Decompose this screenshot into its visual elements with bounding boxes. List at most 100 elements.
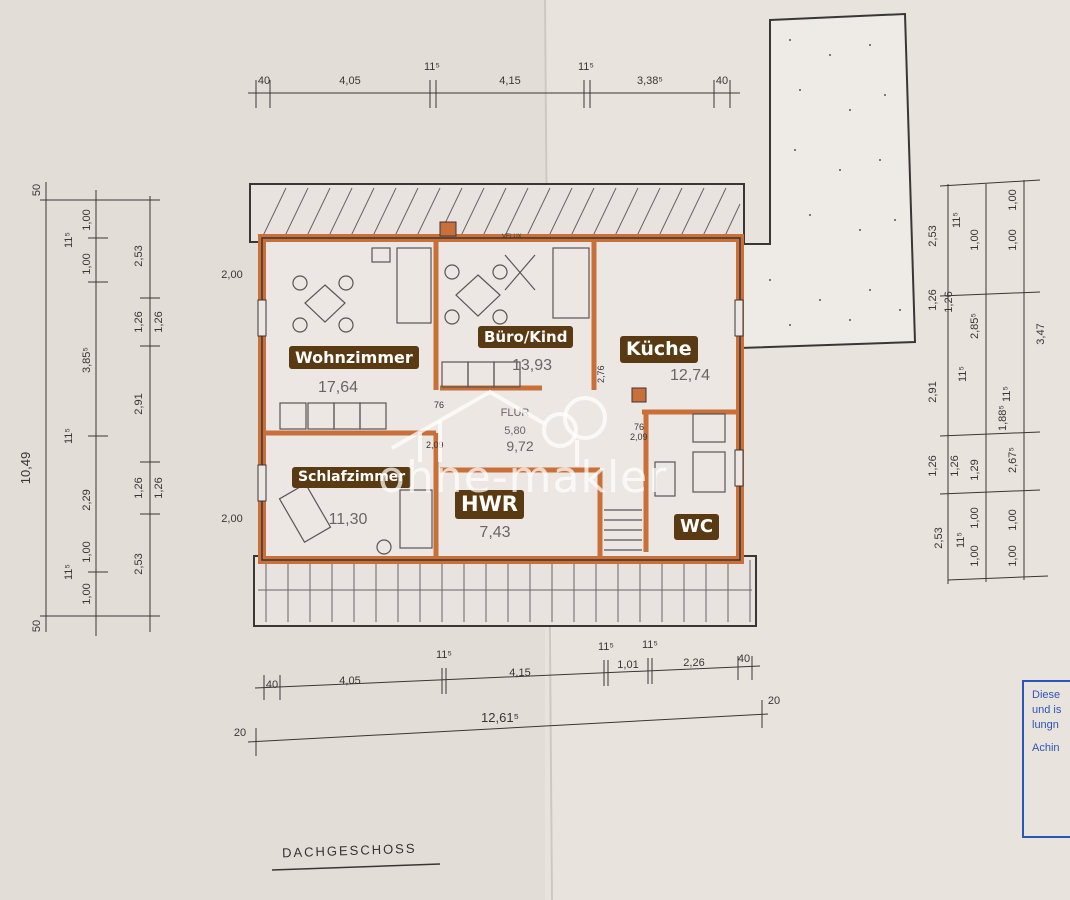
svg-text:1,00: 1,00	[1007, 229, 1019, 250]
svg-text:11⁵: 11⁵	[955, 532, 967, 548]
schlafzimmer-area: 11,30	[329, 511, 368, 528]
svg-text:11⁵: 11⁵	[63, 232, 75, 248]
svg-text:2,00: 2,00	[221, 513, 242, 525]
velux-label: VELUX	[502, 234, 522, 240]
svg-text:1,26: 1,26	[153, 477, 165, 498]
door-276: 2,76	[596, 365, 606, 383]
interior-walls	[266, 242, 736, 556]
svg-text:11⁵: 11⁵	[1001, 386, 1013, 402]
svg-text:1,00: 1,00	[969, 229, 981, 250]
buero-area: 13,93	[512, 357, 552, 374]
svg-text:1,01: 1,01	[617, 659, 638, 671]
svg-text:1,88⁵: 1,88⁵	[997, 405, 1009, 431]
svg-text:1,26: 1,26	[927, 289, 939, 310]
windows	[257, 299, 744, 502]
terrace-stipple	[769, 39, 901, 326]
svg-text:20: 20	[234, 727, 246, 739]
room-label-kueche: Küche	[620, 336, 698, 363]
svg-text:1,29: 1,29	[969, 459, 981, 480]
room-label-wohnzimmer: Wohnzimmer	[289, 346, 419, 370]
svg-text:4,05: 4,05	[339, 675, 360, 687]
room-label-hwr: HWR	[455, 490, 524, 520]
svg-text:4,15: 4,15	[509, 667, 530, 679]
bottom-dimension-line	[247, 656, 769, 756]
svg-text:11⁵: 11⁵	[424, 61, 440, 73]
svg-text:11⁵: 11⁵	[436, 649, 452, 661]
svg-text:1,00: 1,00	[969, 507, 981, 528]
left-dimensions: 10,49 50 1,00 11⁵ 1,00 3,85⁵ 11⁵ 2,29 1,…	[18, 184, 243, 632]
svg-text:40: 40	[258, 75, 270, 87]
svg-text:11⁵: 11⁵	[598, 641, 614, 653]
svg-text:11⁵: 11⁵	[642, 639, 658, 651]
flur-area-a: 5,80	[504, 425, 525, 437]
hwr-area: 7,43	[479, 524, 510, 541]
svg-text:1,00: 1,00	[969, 545, 981, 566]
stamp-line-2: und is	[1032, 704, 1062, 716]
watermark-logo	[391, 389, 607, 466]
left-dimension-lines	[40, 182, 160, 636]
svg-text:2,53: 2,53	[133, 245, 145, 266]
svg-text:3,47: 3,47	[1035, 323, 1047, 344]
chimney-mid	[631, 387, 647, 403]
roof-edge-bottom	[253, 555, 757, 627]
svg-text:2,85⁵: 2,85⁵	[969, 313, 981, 339]
svg-text:20: 20	[768, 695, 780, 707]
door-209-b: 2,09	[630, 432, 648, 442]
door-annotations: 76 2,09 76 2,09 2,76	[426, 365, 648, 450]
svg-text:2,00: 2,00	[221, 269, 242, 281]
bottom-dimensions: 40 4,05 11⁵ 4,15 11⁵ 1,01 11⁵ 2,26 40 12…	[234, 639, 780, 739]
room-label-wc: WC	[674, 514, 720, 540]
svg-text:2,91: 2,91	[927, 381, 939, 402]
svg-text:1,00: 1,00	[81, 583, 93, 604]
svg-text:1,00: 1,00	[1007, 545, 1019, 566]
svg-text:1,00: 1,00	[81, 253, 93, 274]
left-total: 10,49	[18, 452, 33, 485]
svg-text:40: 40	[716, 75, 728, 87]
svg-text:4,15: 4,15	[499, 75, 520, 87]
wohnzimmer-area: 17,64	[318, 379, 358, 396]
outer-walls-outline	[261, 237, 741, 561]
svg-text:1,00: 1,00	[81, 209, 93, 230]
svg-text:2,53: 2,53	[933, 527, 945, 548]
svg-text:2,53: 2,53	[927, 225, 939, 246]
door-76-a: 76	[434, 400, 444, 410]
svg-text:40: 40	[738, 653, 750, 665]
flur-area-b: 9,72	[506, 438, 533, 454]
svg-text:50: 50	[31, 620, 43, 632]
stamp-line-4: Achin	[1032, 742, 1060, 754]
title-underline	[271, 863, 441, 871]
door-76-b: 76	[634, 422, 644, 432]
svg-text:2,26: 2,26	[683, 657, 704, 669]
svg-text:2,29: 2,29	[81, 489, 93, 510]
watermark-text: ohne-makler	[378, 452, 668, 503]
svg-text:1,26: 1,26	[949, 455, 961, 476]
kueche-area: 12,74	[670, 367, 710, 384]
svg-text:1,26: 1,26	[153, 311, 165, 332]
furniture	[278, 247, 726, 555]
svg-text:1,26: 1,26	[943, 291, 955, 312]
door-209-a: 2,09	[426, 440, 444, 450]
chimney-top	[439, 221, 457, 237]
right-dimension-lines	[939, 179, 1049, 584]
bottom-total: 12,61⁵	[481, 710, 519, 725]
svg-text:11⁵: 11⁵	[63, 564, 75, 580]
svg-text:1,26: 1,26	[133, 311, 145, 332]
svg-text:3,38⁵: 3,38⁵	[637, 75, 663, 87]
svg-text:11⁵: 11⁵	[578, 61, 594, 73]
svg-text:11⁵: 11⁵	[63, 428, 75, 444]
approval-stamp: Diese und is lungn Achin	[1022, 680, 1070, 838]
svg-text:11⁵: 11⁵	[957, 366, 969, 382]
room-label-schlafzimmer: Schlafzimmer	[292, 467, 412, 488]
svg-text:1,26: 1,26	[927, 455, 939, 476]
svg-text:11⁵: 11⁵	[951, 212, 963, 228]
svg-text:3,85⁵: 3,85⁵	[81, 347, 93, 373]
room-label-buero: Büro/Kind	[478, 326, 574, 348]
svg-text:50: 50	[31, 184, 43, 196]
top-dimensions: 40 4,05 11⁵ 4,15 11⁵ 3,38⁵ 40	[258, 61, 728, 87]
svg-text:1,00: 1,00	[81, 541, 93, 562]
svg-text:1,00: 1,00	[1007, 189, 1019, 210]
roof-edge-top	[249, 183, 745, 243]
svg-text:4,05: 4,05	[339, 75, 360, 87]
right-dimensions: 2,53 1,26 2,91 1,26 2,53 11⁵ 1,00 1,26 2…	[927, 189, 1047, 566]
